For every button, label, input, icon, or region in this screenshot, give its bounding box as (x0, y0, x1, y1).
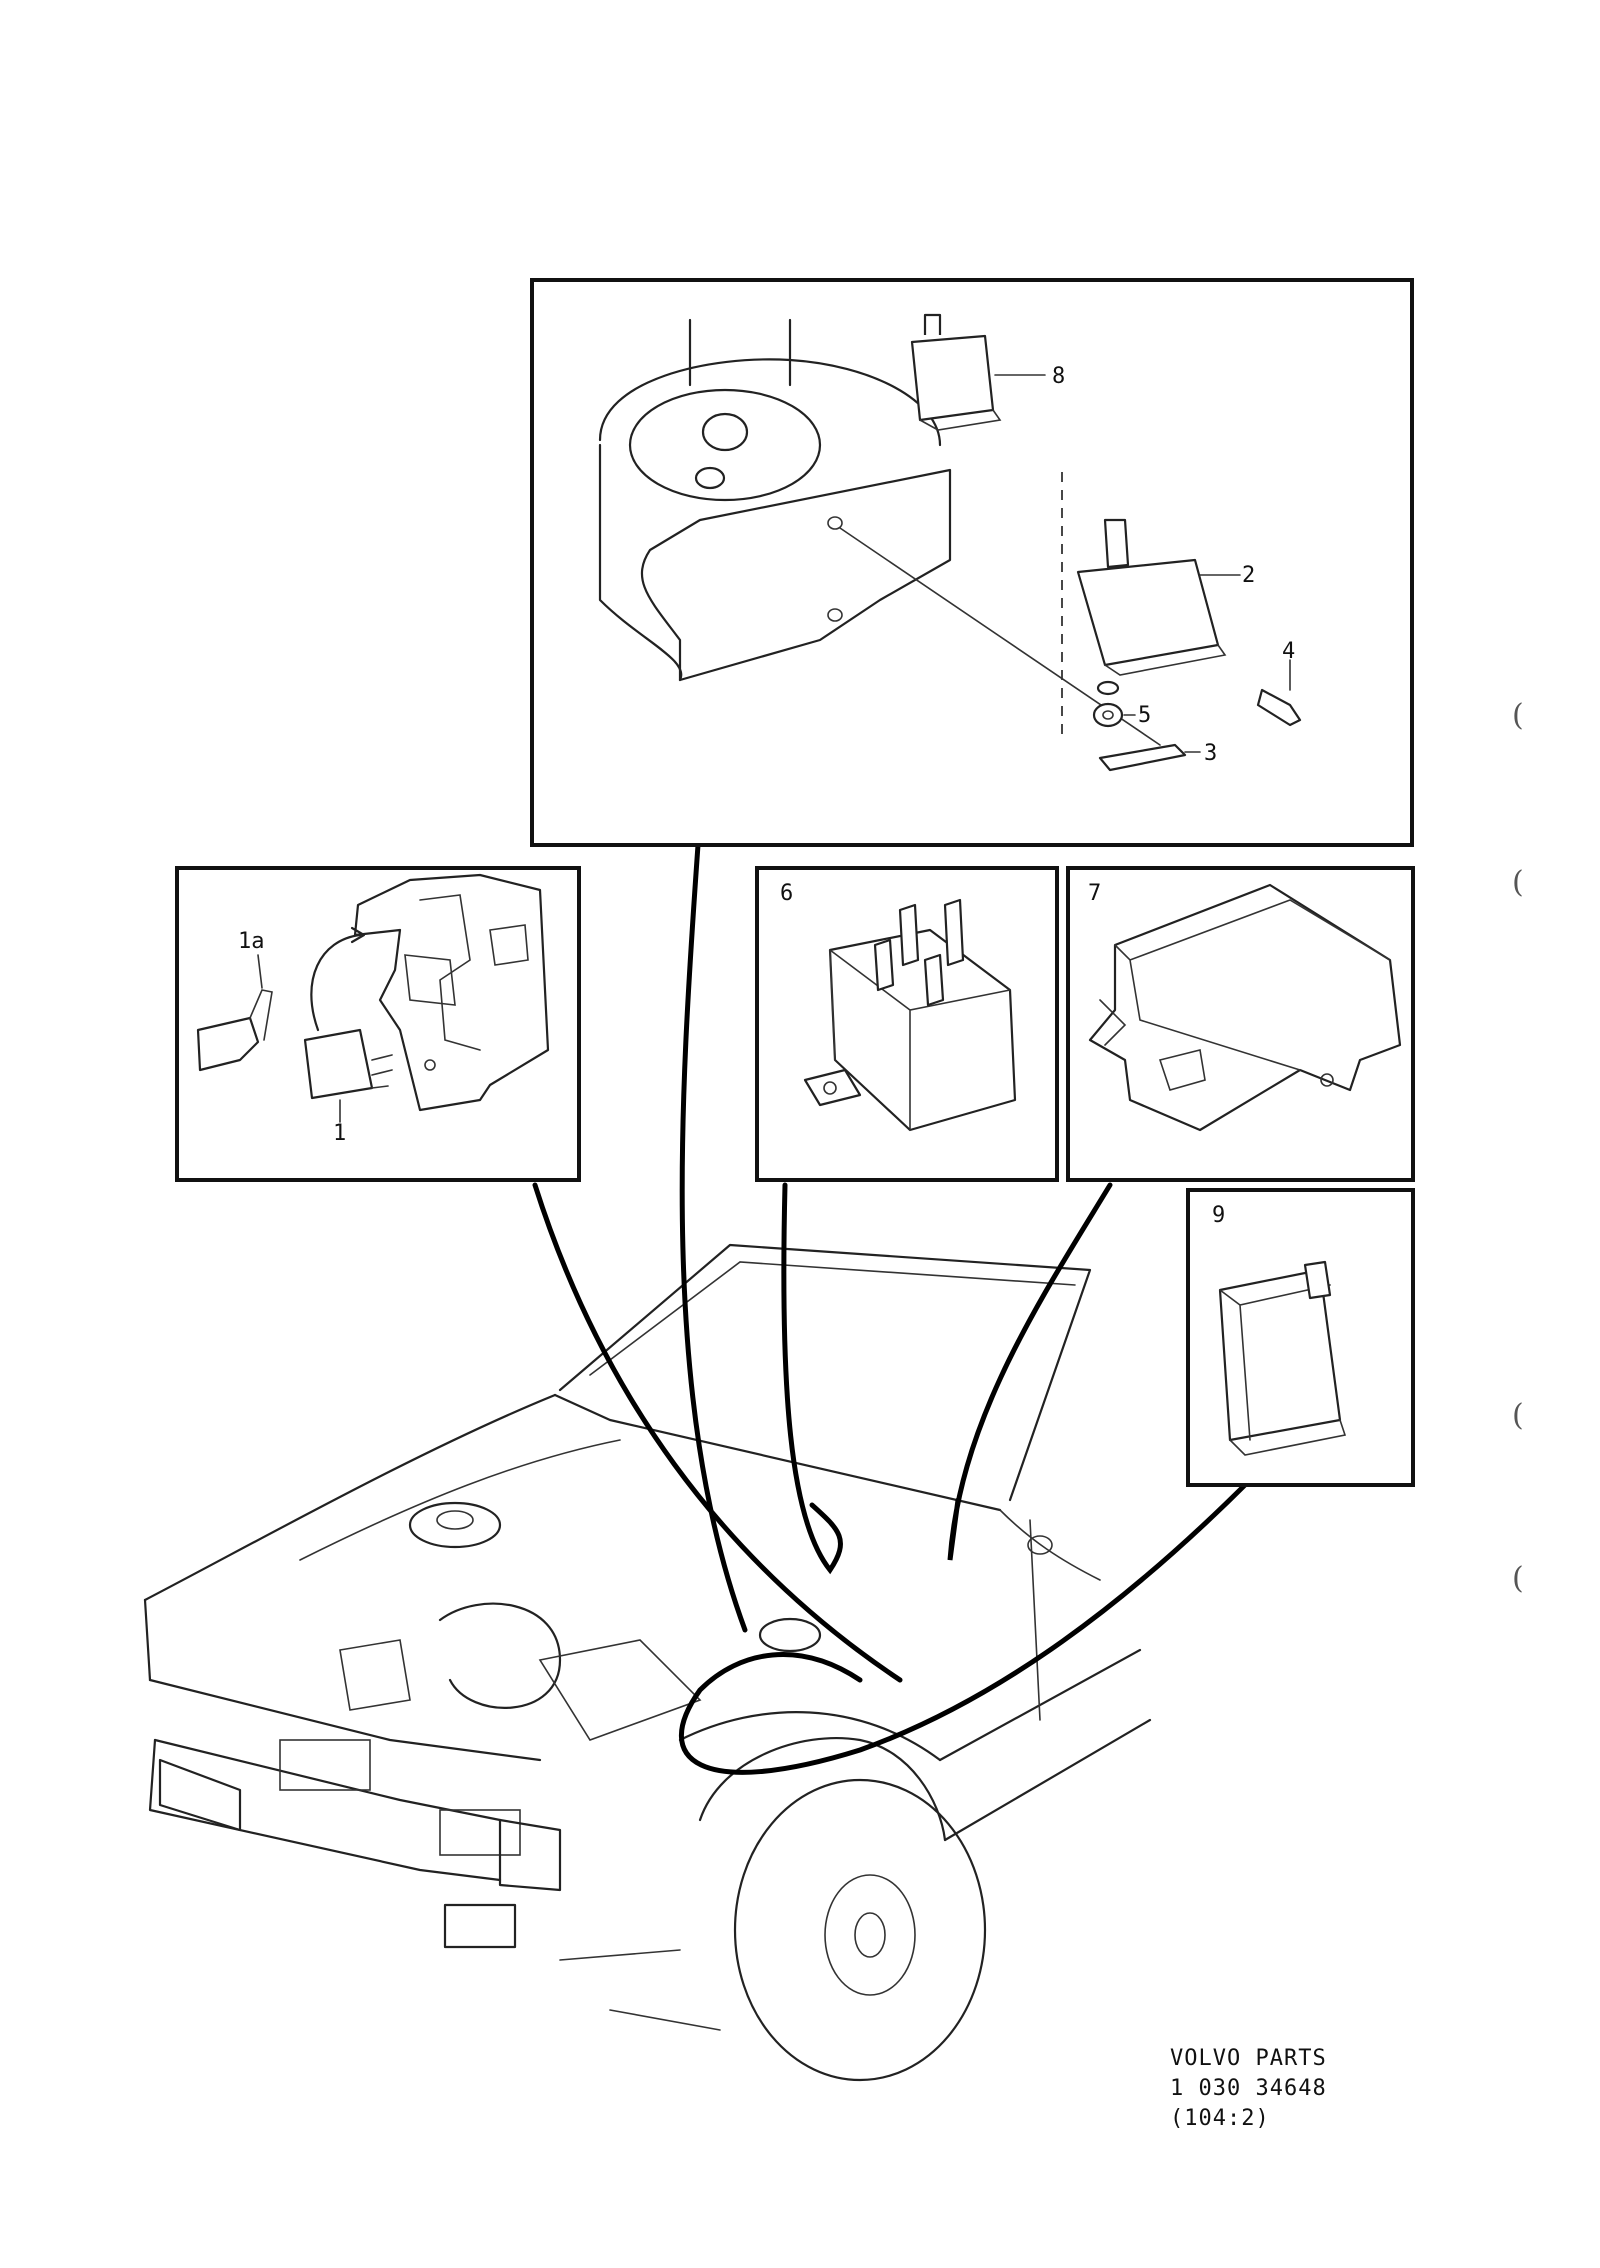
callout-5: 5 (1138, 703, 1151, 728)
footer-part-number: 1 030 34648 (1170, 2076, 1327, 2101)
relay-part-8 (910, 313, 1046, 431)
footer-label: VOLVO PARTS 1 030 34648 (104:2) (1170, 2046, 1327, 2131)
detail-panel-top: 8 2 4 5 3 (530, 278, 1414, 847)
margin-marks: ( ( ( ( (1512, 698, 1524, 1596)
detail-panel-6: 6 (755, 866, 1059, 1182)
detail-panel-left: 1a 1 (175, 866, 581, 1182)
relay-part-6 (803, 898, 1017, 1132)
callout-3: 3 (1204, 741, 1217, 766)
relay-part-9 (1218, 1260, 1347, 1456)
clip-part-3 (1098, 743, 1201, 772)
panel-number-6: 6 (780, 881, 793, 906)
clip-part-1a (196, 954, 273, 1072)
footer-page-ref: (104:2) (1170, 2106, 1270, 2131)
car-illustration (143, 1243, 1152, 2082)
nut-part-5 (1092, 680, 1136, 728)
relay-part-2 (1076, 518, 1241, 676)
callout-1a: 1a (238, 929, 265, 954)
callout-4: 4 (1282, 639, 1295, 664)
panel-number-7: 7 (1088, 881, 1101, 906)
panel-number-9: 9 (1212, 1203, 1225, 1228)
bolt-part-4 (1256, 659, 1302, 727)
margin-mark: ( (1512, 1398, 1524, 1433)
relay-part-1 (303, 1028, 393, 1123)
leader-lines (532, 842, 1253, 1775)
callout-8: 8 (1052, 364, 1065, 389)
margin-mark: ( (1512, 865, 1524, 900)
callout-2: 2 (1242, 563, 1255, 588)
detail-panel-9: 9 (1186, 1188, 1415, 1487)
margin-mark: ( (1512, 698, 1524, 733)
callout-1: 1 (333, 1121, 346, 1146)
detail-panel-7: 7 (1066, 866, 1415, 1182)
margin-mark: ( (1512, 1561, 1524, 1596)
footer-brand: VOLVO PARTS (1170, 2046, 1327, 2071)
control-unit-part-7 (1088, 883, 1402, 1132)
